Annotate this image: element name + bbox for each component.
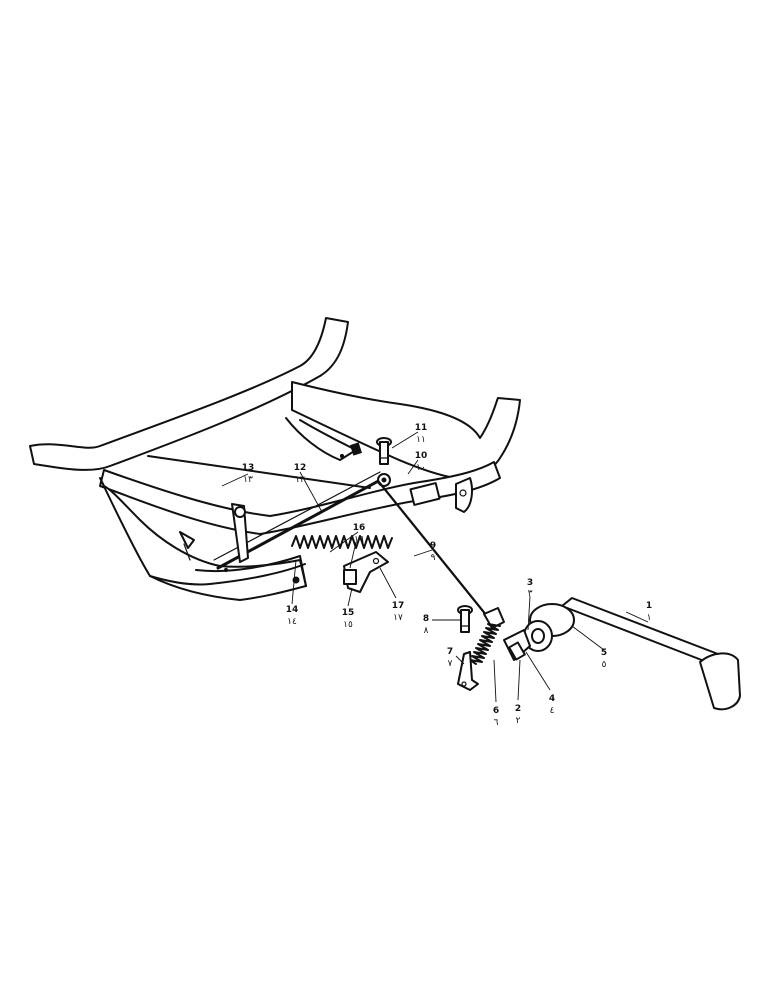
- callout-number-arabic: ١٥: [343, 620, 353, 630]
- callout-number: 5: [601, 648, 607, 658]
- frame-inner-plate: [285, 417, 357, 461]
- clamp-block: [343, 569, 357, 585]
- pedal-pad: [699, 652, 741, 711]
- callout-3: 3 ٣: [527, 578, 533, 599]
- callout-number-arabic: ٩: [431, 553, 436, 563]
- callout-number-arabic: ١١: [416, 435, 426, 445]
- callout-1: 1 ١: [646, 601, 652, 623]
- callout-9: 9 ٩: [430, 541, 436, 563]
- callout-number-arabic: ١٣: [243, 475, 253, 485]
- callout-number-arabic: ٧: [448, 659, 453, 669]
- callout-number: 10: [415, 451, 428, 461]
- pedal-arm: [561, 597, 719, 665]
- frame-bolt: [376, 437, 392, 465]
- pedal-assembly: [376, 437, 741, 711]
- callout-number-arabic: ١٤: [287, 617, 297, 627]
- callout-5: 5 ٥: [601, 648, 607, 670]
- frame-tab-left: [179, 531, 195, 549]
- push-rod: [381, 485, 491, 621]
- callout-number-arabic: ٤: [550, 706, 555, 716]
- callout-11: 11 ١١: [415, 423, 428, 445]
- callout-15: 15 ١٥: [342, 608, 355, 630]
- callout-14: 14 ١٤: [286, 605, 299, 627]
- callout-number: 16: [353, 523, 366, 533]
- callout-13: 13 ١٣: [242, 463, 255, 485]
- callout-10: 10 ١٠: [415, 451, 428, 473]
- callout-number: 13: [242, 463, 255, 473]
- callout-number-arabic: ٨: [424, 626, 429, 636]
- frame-side-rail: [291, 381, 521, 480]
- frame-back-rail: [29, 317, 349, 471]
- callout-4: 4 ٤: [549, 694, 555, 716]
- callout-number-arabic: ١٧: [393, 613, 403, 623]
- callout-number-arabic: ٢: [516, 716, 521, 726]
- return-spring-shaft: [291, 535, 393, 549]
- callout-number: 6: [493, 706, 499, 716]
- frame-rivet: [223, 567, 229, 573]
- shaft-pivot-inner: [381, 477, 387, 483]
- callout-17: 17 ١٧: [392, 601, 405, 623]
- spring-anchor-bracket: [457, 651, 479, 691]
- callout-7: 7 ٧: [447, 647, 453, 669]
- frame-skirt-lower: [149, 563, 306, 586]
- frame-skirt-edge: [195, 555, 307, 587]
- return-spring-pedal: [469, 623, 501, 665]
- callout-number: 8: [423, 614, 429, 624]
- callout-number-arabic: ٥: [602, 660, 607, 670]
- push-rod-edge: [377, 479, 487, 615]
- linkage: [147, 455, 491, 621]
- frame-rivet: [339, 453, 345, 459]
- callout-12: 12 ١٢: [294, 463, 307, 485]
- pivot-bolt: [457, 605, 473, 633]
- callout-number: 1: [646, 601, 652, 611]
- frame-slot-plate: [409, 482, 441, 506]
- callout-number-arabic: ١٠: [416, 463, 426, 473]
- callout-number-arabic: ١٢: [295, 475, 305, 485]
- callout-number: 12: [294, 463, 307, 473]
- callout-number-arabic: ٣: [528, 589, 533, 599]
- callout-number-arabic: ١٦: [354, 535, 364, 545]
- shaft-lever-arm: [231, 503, 249, 563]
- frame-bolt-hole: [459, 489, 467, 497]
- pedal-hub-bore: [531, 628, 545, 644]
- callout-number: 11: [415, 423, 428, 433]
- callout-number: 17: [392, 601, 405, 611]
- callout-number: 14: [286, 605, 299, 615]
- bracket-hole: [372, 557, 380, 565]
- control-rod-long: [147, 455, 371, 489]
- callout-number-arabic: ١: [647, 613, 652, 623]
- clevis-pin: [508, 641, 526, 661]
- callout-16: 16 ١٦: [353, 523, 366, 545]
- callout-8: 8 ٨: [423, 614, 429, 636]
- callout-number-arabic: ٦: [494, 718, 499, 728]
- callout-number: 9: [430, 541, 436, 551]
- callout-number: 7: [447, 647, 453, 657]
- frame-front-rail: [99, 461, 501, 535]
- callout-6: 6 ٦: [493, 706, 499, 728]
- anchor-bracket-hole: [461, 681, 467, 687]
- callout-number: 4: [549, 694, 555, 704]
- callout-number: 15: [342, 608, 355, 618]
- leader-lines: [221, 431, 649, 703]
- frame-hole-marker: [350, 442, 362, 456]
- frame-bracket-right: [455, 477, 473, 513]
- callout-2: 2 ٢: [515, 704, 521, 726]
- callout-number: 2: [515, 704, 521, 714]
- frame-assembly: [29, 317, 521, 601]
- callout-number: 3: [527, 578, 533, 588]
- frame-notch: [183, 543, 191, 561]
- shaft-lever-eye: [234, 506, 246, 518]
